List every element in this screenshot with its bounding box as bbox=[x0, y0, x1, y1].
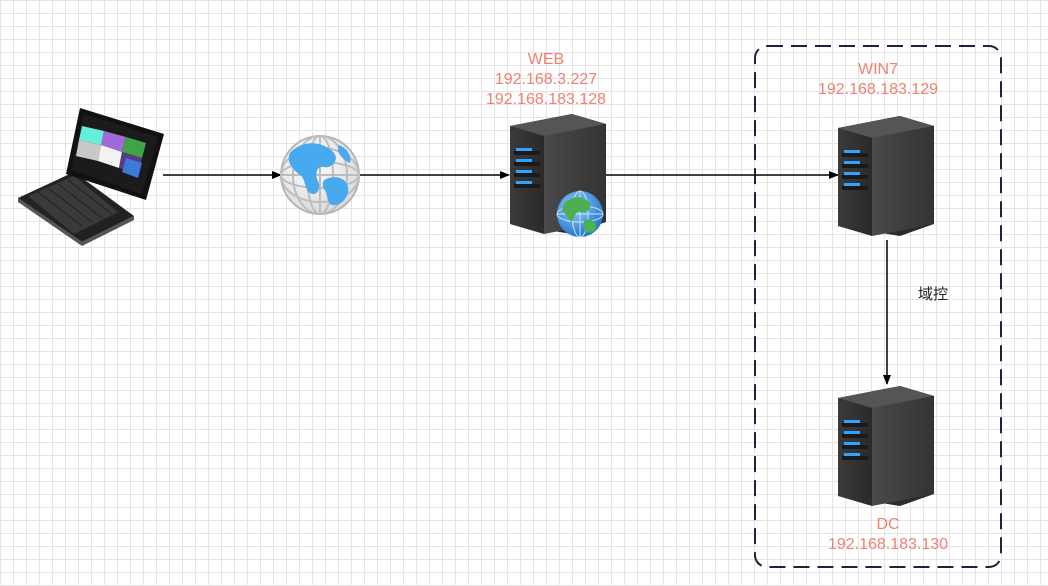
web-ip-2: 192.168.183.128 bbox=[485, 91, 607, 108]
network-boundary bbox=[754, 45, 1002, 568]
globe-icon bbox=[280, 135, 360, 215]
web-ip-1: 192.168.3.227 bbox=[494, 71, 598, 88]
win7-node-label: WIN7 192.168.183.129 bbox=[798, 60, 958, 100]
small-globe-icon bbox=[556, 190, 604, 238]
dc-ip-1: 192.168.183.130 bbox=[827, 536, 949, 553]
web-name: WEB bbox=[527, 51, 565, 68]
win7-name: WIN7 bbox=[858, 61, 898, 78]
web-server-icon bbox=[510, 114, 606, 238]
win7-server-icon bbox=[838, 116, 934, 236]
dc-node-label: DC 192.168.183.130 bbox=[808, 515, 968, 555]
dc-server-icon bbox=[838, 386, 934, 506]
laptop-icon bbox=[18, 108, 164, 246]
web-node-label: WEB 192.168.3.227 192.168.183.128 bbox=[466, 50, 626, 110]
win7-ip-1: 192.168.183.129 bbox=[817, 81, 939, 98]
dc-name: DC bbox=[876, 516, 900, 533]
edge-label-domain-control: 域控 bbox=[918, 285, 949, 303]
